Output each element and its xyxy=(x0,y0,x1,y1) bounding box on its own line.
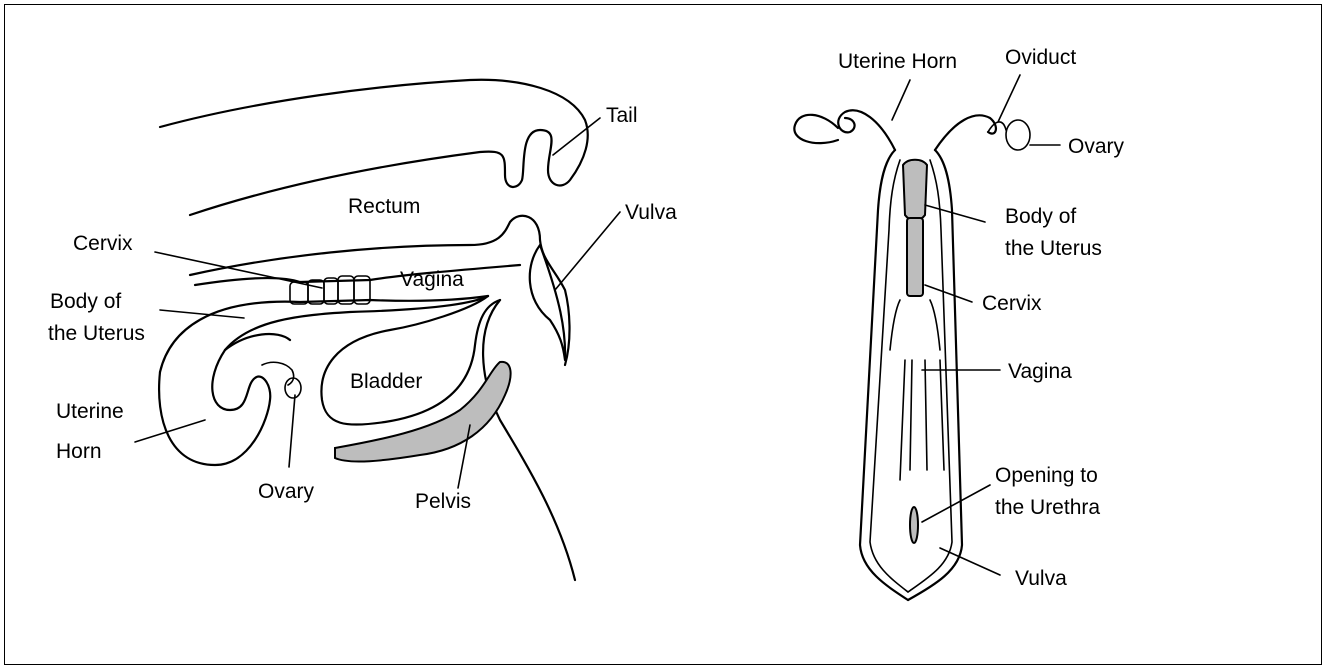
right-uterine-horn-left xyxy=(838,110,895,150)
right-ovary-right xyxy=(1006,120,1030,150)
r-urethra-leader xyxy=(922,485,990,522)
label-vulva-right: Vulva xyxy=(1015,567,1067,591)
label-bladder: Bladder xyxy=(350,370,422,394)
label-cervix-left: Cervix xyxy=(73,232,133,256)
uterus-body-stipple xyxy=(903,160,927,221)
label-uterine-horn-left-1: Uterine xyxy=(56,400,124,424)
urethra-opening xyxy=(910,507,918,543)
label-ovary-right: Ovary xyxy=(1068,135,1124,159)
label-ovary-left: Ovary xyxy=(258,480,314,504)
right-ovary-left xyxy=(794,115,838,143)
label-oviduct: Oviduct xyxy=(1005,46,1076,70)
label-body-uterus-right-2: the Uterus xyxy=(1005,237,1102,261)
label-uterine-horn-right: Uterine Horn xyxy=(838,50,957,74)
label-vagina-left: Vagina xyxy=(400,268,464,292)
label-vagina-right: Vagina xyxy=(1008,360,1072,384)
label-rectum: Rectum xyxy=(348,195,420,219)
r-body-uterus-leader xyxy=(925,205,985,222)
label-body-uterus-left-1: Body of xyxy=(50,290,121,314)
right-uterine-horn-right xyxy=(935,115,996,150)
r-cervix-leader xyxy=(925,285,972,302)
label-cervix-right: Cervix xyxy=(982,292,1042,316)
label-pelvis: Pelvis xyxy=(415,490,471,514)
label-urethra-1: Opening to xyxy=(995,464,1098,488)
label-urethra-2: the Urethra xyxy=(995,496,1100,520)
r-oviduct-leader xyxy=(998,75,1020,122)
tract-inner-left xyxy=(870,160,908,592)
label-body-uterus-right-1: Body of xyxy=(1005,205,1076,229)
label-uterine-horn-left-2: Horn xyxy=(56,440,102,464)
r-uterine-horn-leader xyxy=(892,80,910,120)
label-vulva-left: Vulva xyxy=(625,201,677,225)
label-body-uterus-left-2: the Uterus xyxy=(48,322,145,346)
tract-outer-left xyxy=(860,150,908,600)
label-tail: Tail xyxy=(606,104,638,128)
cervix-column xyxy=(907,218,923,296)
vagina-folds xyxy=(890,300,944,480)
